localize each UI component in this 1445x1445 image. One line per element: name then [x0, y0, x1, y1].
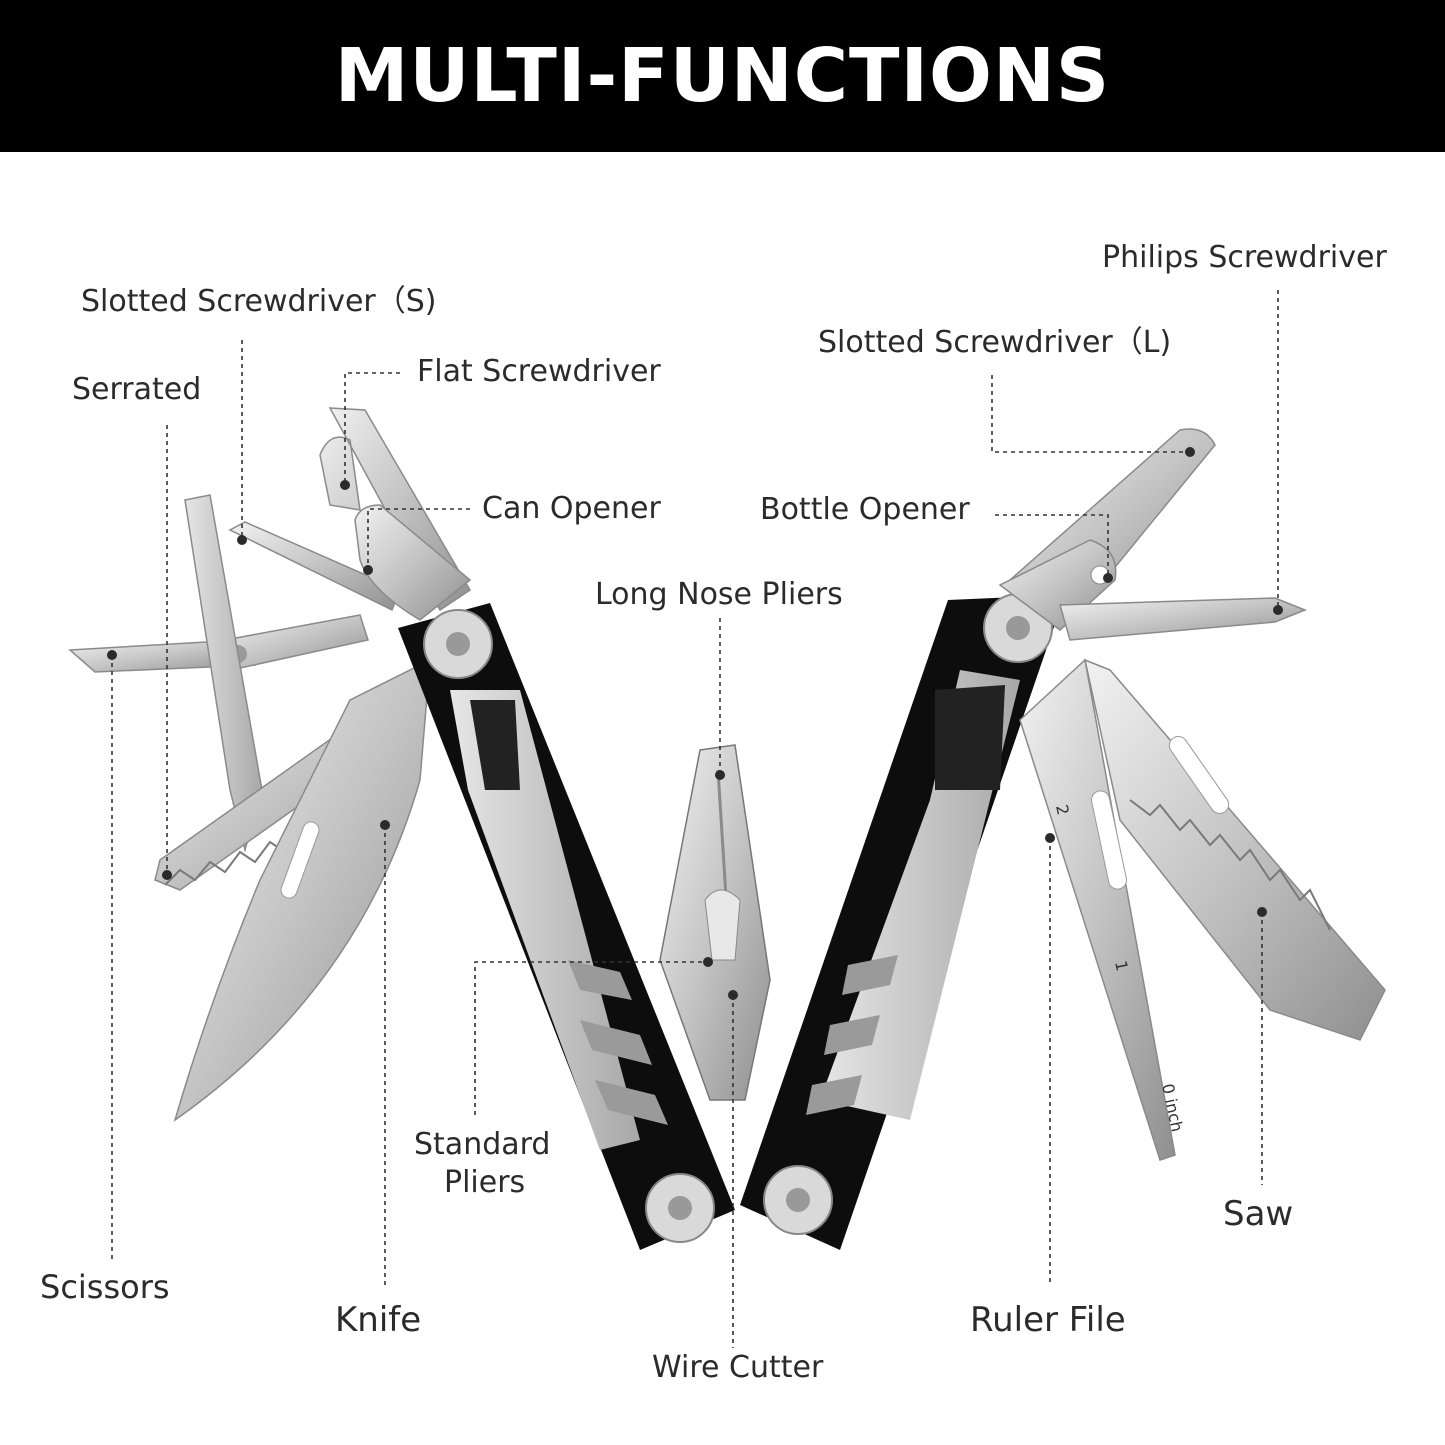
ruler-file-tool — [1019, 658, 1176, 1161]
label-bottle-opener: Bottle Opener — [760, 492, 970, 527]
title-banner: MULTI-FUNCTIONS — [0, 0, 1445, 152]
label-saw: Saw — [1223, 1194, 1294, 1234]
label-knife: Knife — [335, 1300, 422, 1340]
leader-flat — [344, 372, 400, 485]
ruler-mark-2: 2 — [1052, 803, 1073, 817]
leader-slotted-l — [991, 375, 1190, 453]
left-handle — [398, 603, 735, 1250]
leader-dots — [107, 447, 1283, 1000]
label-slotted-screwdriver-s: Slotted Screwdriver（S) — [81, 284, 437, 319]
label-standard-pliers-line2: Pliers — [444, 1165, 526, 1200]
label-slotted-screwdriver-l: Slotted Screwdriver（L) — [818, 325, 1172, 360]
leader-lines — [111, 290, 1279, 1348]
leader-can — [367, 508, 470, 570]
label-philips-screwdriver: Philips Screwdriver — [1102, 240, 1387, 275]
label-ruler-file: Ruler File — [970, 1300, 1126, 1340]
knife-blade — [173, 658, 431, 1122]
page-title: MULTI-FUNCTIONS — [334, 33, 1111, 119]
label-serrated: Serrated — [72, 372, 202, 407]
leader-bottle — [995, 514, 1109, 575]
pliers-head — [659, 744, 771, 1101]
label-long-nose-pliers: Long Nose Pliers — [595, 577, 843, 612]
label-can-opener: Can Opener — [482, 491, 661, 526]
saw-tool — [1083, 658, 1386, 1041]
label-flat-screwdriver: Flat Screwdriver — [417, 354, 661, 389]
right-handle — [740, 593, 1065, 1250]
philips-screwdriver-tool — [1059, 597, 1308, 641]
label-wire-cutter: Wire Cutter — [652, 1350, 824, 1385]
ruler-mark-1: 1 — [1111, 959, 1132, 973]
label-standard-pliers-line1: Standard — [414, 1127, 551, 1162]
label-scissors: Scissors — [40, 1268, 170, 1306]
leader-standard — [474, 961, 708, 1115]
